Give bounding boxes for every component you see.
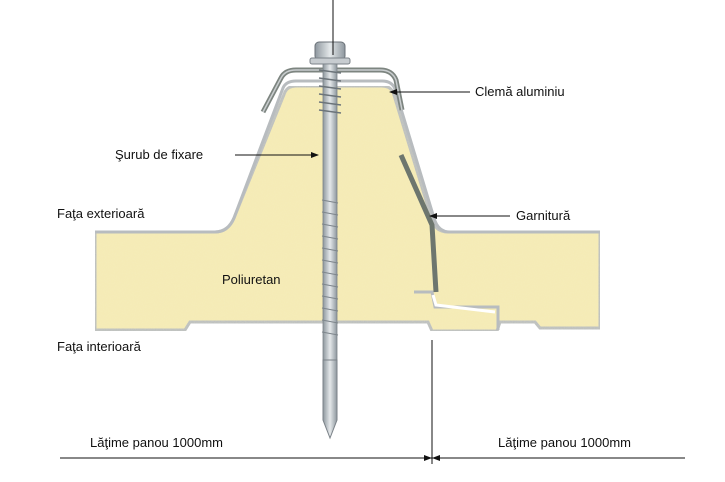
self-drilling-screw — [309, 0, 351, 440]
gasket — [398, 153, 439, 293]
label-screw: Şurub de fixare — [115, 147, 204, 162]
label-clamp: Clemă aluminiu — [475, 84, 565, 99]
dimension-arrow — [424, 455, 440, 461]
label-outer-face: Faţa exterioară — [57, 206, 145, 221]
label-foam: Poliuretan — [222, 272, 281, 287]
label-width-left: Lăţime panou 1000mm — [90, 435, 223, 450]
label-inner-face: Faţa interioară — [57, 339, 141, 354]
label-width-right: Lăţime panou 1000mm — [498, 435, 631, 450]
label-gasket: Garnitură — [516, 208, 571, 223]
panel-joint — [414, 290, 500, 330]
